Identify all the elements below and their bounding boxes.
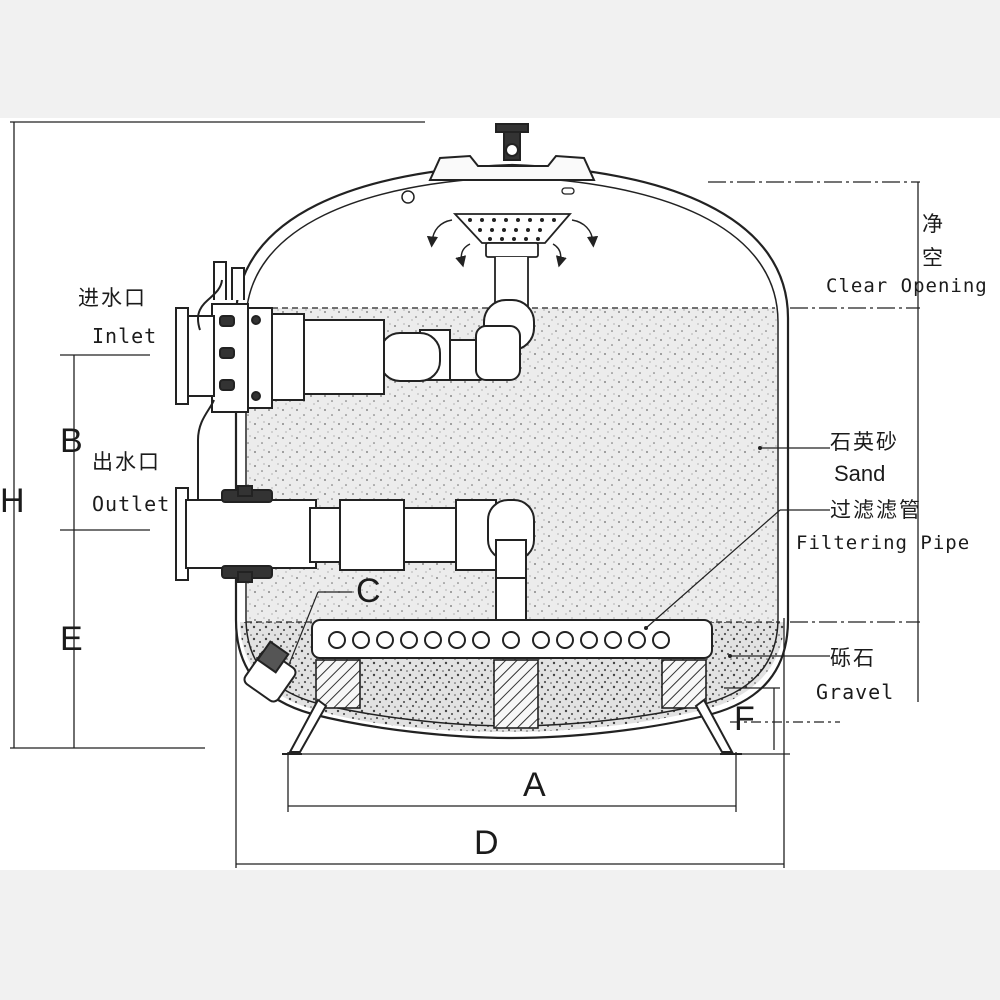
gravel-label-en: Gravel xyxy=(816,680,895,704)
outlet-pipe xyxy=(175,399,535,629)
gravel-label-cn: 砾石 xyxy=(830,646,876,670)
inlet-pipe xyxy=(175,261,535,413)
inlet-label-cn: 进水口 xyxy=(78,286,147,310)
dimension-b: B xyxy=(60,422,83,460)
flow-arrows xyxy=(426,219,599,268)
leader-lines xyxy=(289,447,830,663)
filtering-pipe-label-en: Filtering Pipe xyxy=(796,532,971,554)
filtering-pipe-label-cn: 过滤滤管 xyxy=(830,498,922,522)
dimension-h: H xyxy=(0,482,25,520)
support-blocks xyxy=(315,659,707,729)
sand-label-cn: 石英砂 xyxy=(830,430,899,454)
dimension-e: E xyxy=(60,620,83,658)
dimension-d: D xyxy=(474,824,499,862)
vent-hole xyxy=(401,190,415,204)
clear-opening-label-cn-2: 空 xyxy=(922,246,945,270)
clear-opening-label-en: Clear Opening xyxy=(826,275,988,297)
clear-opening-label-cn-1: 净 xyxy=(922,212,945,236)
outlet-label-cn: 出水口 xyxy=(92,450,161,474)
dimension-c: C xyxy=(356,572,381,610)
outlet-label-en: Outlet xyxy=(92,492,171,516)
dimension-a: A xyxy=(523,766,546,804)
filtering-manifold xyxy=(311,619,713,659)
leader-dots xyxy=(644,446,762,658)
top-lid xyxy=(428,123,596,181)
inlet-label-en: Inlet xyxy=(92,324,158,348)
dimension-f: F xyxy=(734,700,755,738)
drain-valve xyxy=(243,640,297,703)
dimension-lines xyxy=(10,121,920,868)
sand-label-en: Sand xyxy=(834,461,886,486)
